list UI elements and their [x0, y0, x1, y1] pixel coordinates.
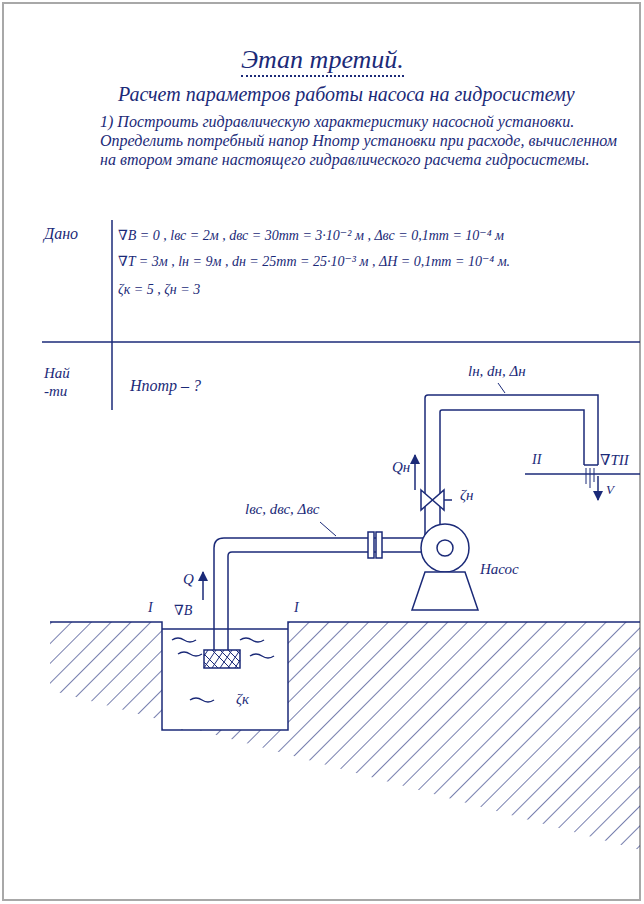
- drawing-label: I: [294, 600, 299, 617]
- drawing-label: Расчет параметров работы насоса на гидро…: [118, 82, 575, 106]
- pump-impeller: [437, 540, 453, 556]
- drawing-label: ζн: [460, 486, 474, 504]
- drawing-label: Най -ти: [44, 364, 80, 400]
- pipe-outlet: [584, 464, 598, 466]
- water-waves: [172, 638, 274, 702]
- drawing-label: I: [148, 600, 153, 617]
- drawing-label: ∇T = 3м , lн = 9м , dн = 25mm = 25·10⁻³ …: [118, 254, 510, 271]
- drawing-label: lн, dн, Δн: [468, 362, 526, 380]
- level-line: [525, 473, 640, 475]
- suction-pipe: [228, 552, 422, 650]
- drawing-label: V: [606, 482, 614, 498]
- flange: [368, 532, 374, 558]
- drawing-label: Насос: [480, 560, 519, 578]
- flow-arrow: [202, 572, 204, 600]
- drawing-label: ∇B: [174, 603, 192, 620]
- discharge-pipe: [425, 395, 598, 535]
- filter-mesh: [204, 650, 240, 668]
- drawing-label: Q: [183, 570, 194, 588]
- valve-stem: [444, 499, 452, 501]
- leader-line: [498, 383, 505, 393]
- table-line: [111, 220, 113, 410]
- drawing-label: Нпотр – ?: [130, 376, 201, 395]
- drawing-label: ∇TII: [600, 451, 629, 469]
- velocity-arrow: [597, 476, 599, 500]
- drawing-label: II: [532, 452, 541, 469]
- water-surface: [162, 628, 288, 630]
- page-frame: [3, 3, 640, 900]
- pump-base: [412, 572, 478, 610]
- leader-line: [320, 522, 336, 536]
- tank-water: [163, 629, 287, 729]
- drawing-label: Qн: [392, 458, 410, 476]
- suction-pipe: [214, 538, 423, 650]
- flange: [376, 532, 382, 558]
- filter: [204, 650, 240, 668]
- table-line: [42, 341, 640, 343]
- pump-body: [421, 524, 469, 572]
- drawing-label: ζк: [236, 690, 249, 708]
- valve-symbol: [421, 490, 444, 510]
- page-title: Этап третий.: [241, 44, 404, 77]
- drawing-label: lвс, dвс, Δвс: [245, 500, 319, 518]
- drawing-label: ζк = 5 , ζн = 3: [118, 282, 200, 299]
- ground-hatch: [50, 622, 640, 850]
- flow-arrow: [414, 455, 416, 490]
- falling-jet: [586, 468, 594, 488]
- ground-line: [50, 622, 640, 730]
- drawing-label: 1) Построить гидравлическую характеристи…: [100, 112, 630, 170]
- drawing-label: Дано: [44, 224, 78, 243]
- discharge-pipe: [440, 410, 584, 525]
- drawing-label: ∇B = 0 , lвс = 2м , dвс = 30mm = 3·10⁻² …: [118, 228, 504, 245]
